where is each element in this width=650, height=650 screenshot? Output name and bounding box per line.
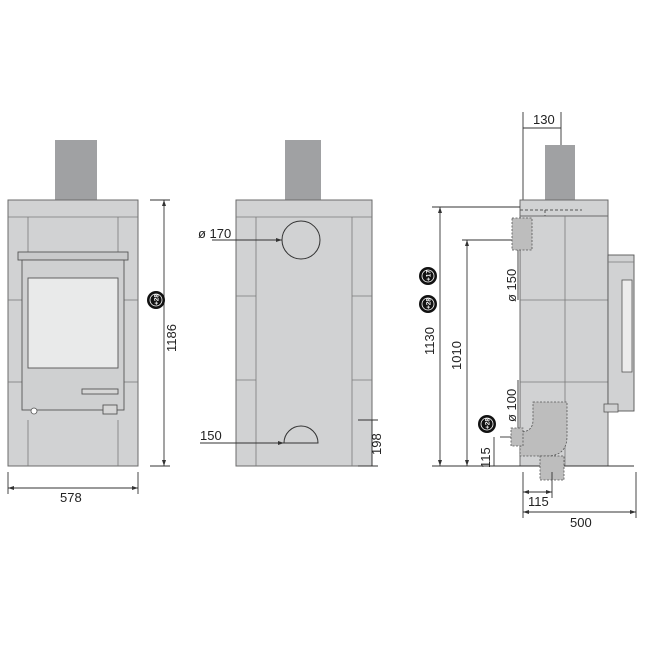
side-height-outlet-label: 1010 bbox=[449, 341, 464, 370]
front-flue-pipe bbox=[55, 140, 97, 200]
side-top-pipe-diameter-label: ø 150 bbox=[504, 269, 519, 302]
front-top-ledge bbox=[17, 251, 129, 261]
back-bottom-opening bbox=[283, 425, 319, 444]
back-bottom-height-label: 198 bbox=[369, 433, 384, 455]
side-bottom-pipe-offset-label: 115 bbox=[528, 494, 549, 509]
side-flue-pipe bbox=[545, 145, 575, 207]
back-top-outlet-label: ø 170 bbox=[198, 226, 231, 241]
svg-text:+28: +28 bbox=[426, 298, 433, 309]
front-door-glass bbox=[27, 277, 119, 369]
side-bottom-pipe-height-label: 115 bbox=[478, 447, 493, 468]
front-air-knob bbox=[30, 407, 38, 415]
side-bottom-pipe-diameter-label: ø 100 bbox=[504, 389, 519, 422]
side-badge-lower: +28 bbox=[478, 415, 496, 433]
svg-text:+28: +28 bbox=[485, 418, 492, 429]
side-depth-label: 500 bbox=[570, 515, 592, 530]
back-bottom-opening-label: 150 bbox=[200, 428, 222, 443]
back-flue-pipe bbox=[285, 140, 321, 202]
side-badge-mid: +28 bbox=[419, 295, 437, 313]
front-height-label: 1186 bbox=[164, 324, 179, 352]
front-view: 578 1186 +28 bbox=[7, 140, 179, 505]
side-top-offset-label: 130 bbox=[533, 112, 555, 127]
svg-text:+17: +17 bbox=[426, 270, 433, 281]
side-view: 130 1130 1010 ø 15 bbox=[419, 112, 637, 530]
side-badge-upper: +17 bbox=[419, 267, 437, 285]
side-upper-pipe bbox=[511, 217, 533, 251]
front-door-handle bbox=[81, 388, 119, 395]
front-ash-box bbox=[102, 404, 118, 415]
front-width-label: 578 bbox=[60, 490, 82, 505]
back-view: ø 170 150 198 bbox=[198, 140, 384, 467]
back-top-outlet bbox=[281, 220, 321, 260]
front-height-badge: +28 bbox=[147, 291, 165, 309]
side-bottom-elbow-pipe bbox=[519, 401, 568, 457]
side-height-total-label: 1130 bbox=[422, 327, 437, 355]
svg-text:+28: +28 bbox=[154, 294, 161, 305]
